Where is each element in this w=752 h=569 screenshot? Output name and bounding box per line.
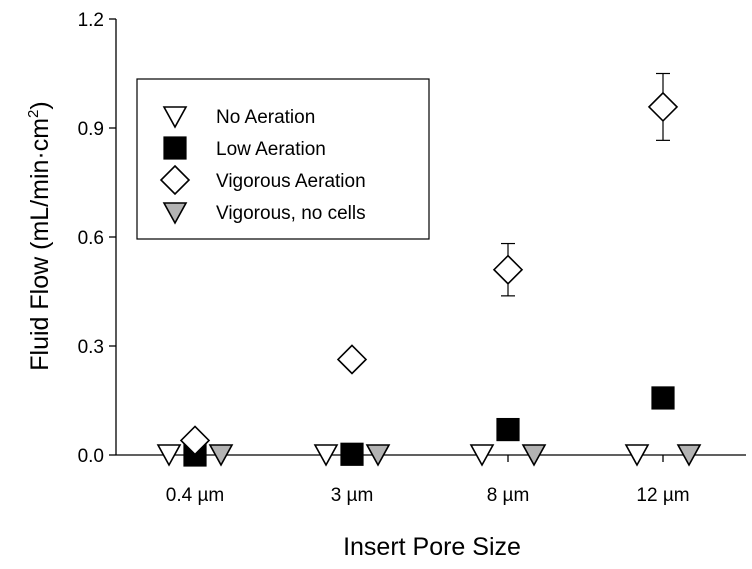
x-axis-title: Insert Pore Size	[343, 533, 521, 561]
point-low-aeration	[340, 442, 364, 466]
point-vigorous-aeration	[492, 254, 524, 285]
y-axis-title-close: )	[26, 101, 54, 109]
y-axis-title-main: Fluid Flow (mL/min·cm	[26, 118, 54, 371]
point-no-aeration	[313, 444, 339, 467]
point-vigorous-aeration	[179, 425, 211, 456]
y-axis-title: Fluid Flow (mL/min·cm2)	[25, 101, 54, 370]
legend-label-vigorous-aeration: Vigorous Aeration	[216, 171, 366, 192]
point-no-aeration	[156, 444, 182, 467]
y-tick-label: 0.6	[78, 228, 104, 249]
x-tick-label: 0.4 µm	[166, 485, 224, 506]
y-tick-label: 0.9	[78, 119, 104, 140]
legend-marker-vigorous-no-cells	[162, 202, 188, 225]
y-tick-label: 0.0	[78, 446, 104, 467]
y-tick-label: 0.3	[78, 337, 104, 358]
legend-label-vigorous-no-cells: Vigorous, no cells	[216, 203, 366, 224]
point-low-aeration	[496, 417, 520, 442]
legend-label-no-aeration: No Aeration	[216, 107, 315, 128]
x-tick-label: 8 µm	[487, 485, 530, 506]
legend-marker-vigorous-aeration	[159, 164, 191, 196]
y-tick-label: 1.2	[78, 10, 104, 31]
point-vigorous-aeration	[336, 344, 368, 375]
legend-marker-low-aeration	[163, 136, 187, 160]
point-vigorous-no-cells	[521, 444, 547, 467]
x-tick-label: 3 µm	[331, 485, 374, 506]
point-vigorous-no-cells	[676, 444, 702, 467]
point-vigorous-aeration	[647, 91, 679, 123]
x-tick-label: 12 µm	[636, 485, 689, 506]
point-no-aeration	[469, 444, 495, 467]
y-axis-title-superscript: 2	[25, 110, 42, 118]
point-no-aeration	[624, 444, 650, 467]
point-low-aeration	[651, 386, 675, 410]
ticks: 0.0 0.3 0.6 0.9 1.2 0.4 µm 3 µm 8 µm 12 µm	[78, 10, 690, 506]
data-marks	[156, 72, 702, 467]
legend-label-low-aeration: Low Aeration	[216, 139, 326, 160]
point-vigorous-no-cells	[365, 444, 391, 467]
point-vigorous-no-cells	[208, 444, 234, 467]
legend-marker-no-aeration	[162, 106, 188, 129]
